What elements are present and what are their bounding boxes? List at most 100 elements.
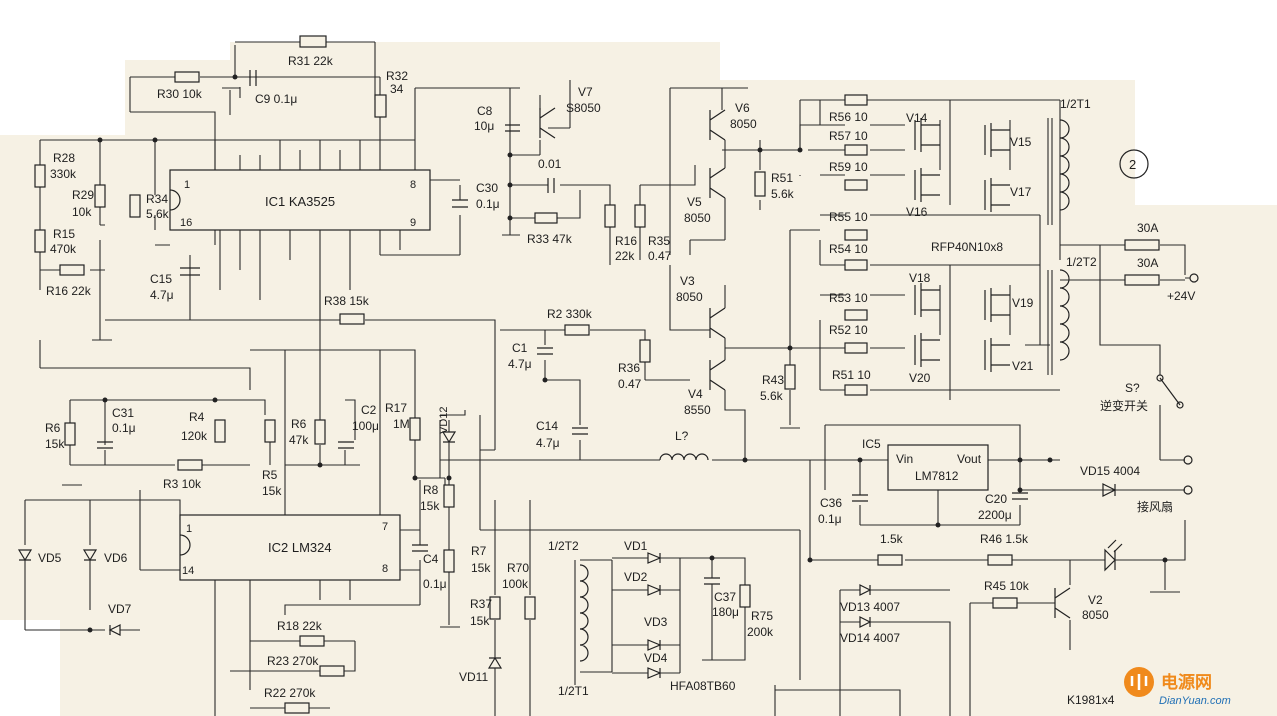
label-t1: 1/2T1 <box>1060 97 1091 111</box>
label-r43: R43 <box>762 373 784 387</box>
diode-vd5 <box>17 549 33 562</box>
label-r22: R22 270k <box>264 686 316 700</box>
resistor-r57-box <box>844 144 868 156</box>
label-v7-type: S8050 <box>566 101 601 115</box>
transformer-t1-winding <box>1059 119 1070 211</box>
label-c20-value: 2200μ <box>978 508 1012 522</box>
label-c36-value: 0.1μ <box>818 512 842 526</box>
resistor-r5 <box>264 419 276 443</box>
ic2-label: IC2 LM324 <box>268 540 332 555</box>
label-c15-value: 4.7μ <box>150 288 174 302</box>
label-vd4: VD4 <box>644 651 668 665</box>
label-c8-value: 10μ <box>474 119 494 133</box>
driver-ground <box>780 348 800 429</box>
resistor-r38 <box>339 313 365 325</box>
label-c30-value: 0.1μ <box>476 197 500 211</box>
label-r51b: R51 10 <box>832 368 871 382</box>
label-v21: V21 <box>1012 359 1034 373</box>
ic1-pin16: 16 <box>180 217 192 229</box>
label-vd11: VD11 <box>459 670 488 684</box>
label-c4-value: 0.1μ <box>423 577 447 591</box>
label-r29: R29 <box>72 188 94 202</box>
label-c20: C20 <box>985 492 1007 506</box>
label-c31: C31 <box>112 406 134 420</box>
label-hfa: HFA08TB60 <box>670 679 736 693</box>
transistor-v2 <box>1054 587 1071 619</box>
ic1-pin1: 1 <box>184 179 190 191</box>
label-vd3: VD3 <box>644 615 668 629</box>
label-inverter-switch: 逆变开关 <box>1100 398 1148 413</box>
label-r33: R33 47k <box>527 232 573 246</box>
label-r15: R15 <box>53 227 75 241</box>
label-v3-type: 8050 <box>676 290 703 304</box>
label-vd13: VD13 4007 <box>840 600 900 614</box>
label-v3: V3 <box>680 274 695 288</box>
capacitor-c14 <box>572 427 588 435</box>
label-c37: C37 <box>714 590 736 604</box>
transistor-v3 <box>709 307 726 339</box>
resistor-r75 <box>739 584 751 608</box>
label-c30: C30 <box>476 181 498 195</box>
label-r45: R45 10k <box>984 579 1030 593</box>
label-ic5: IC5 <box>862 437 881 451</box>
ic2-notch <box>179 534 191 556</box>
transistor-v7 <box>539 107 556 139</box>
capacitor-001 <box>547 178 555 193</box>
label-c9: C9 0.1μ <box>255 92 297 106</box>
label-r16b-value: 22k <box>615 249 635 263</box>
resistor-r59-box <box>844 179 868 191</box>
label-f2: 30A <box>1137 256 1158 270</box>
diode-vd13 <box>859 584 872 596</box>
label-r38: R38 15k <box>324 294 370 308</box>
ic5-body <box>887 444 989 491</box>
label-v5-type: 8050 <box>684 211 711 225</box>
resistor-r54-box <box>844 259 868 271</box>
ic2-pin7: 7 <box>382 521 388 533</box>
label-r15-value: 470k <box>50 242 77 256</box>
label-r2: R2 330k <box>547 307 593 321</box>
resistor-r2 <box>564 324 590 336</box>
ic2-body <box>179 514 401 581</box>
label-vd1: VD1 <box>624 539 648 553</box>
capacitor-c9 <box>249 70 257 86</box>
label-r75: R75 <box>751 609 773 623</box>
watermark-site: DianYuan.com <box>1159 695 1231 707</box>
resistor-r34 <box>129 194 141 218</box>
diode-vd6 <box>82 549 98 562</box>
label-rect-t1: 1/2T1 <box>558 684 589 698</box>
label-r5-value: 15k <box>262 484 282 498</box>
ic1-pin9: 9 <box>410 217 416 229</box>
capacitor-c8 <box>505 124 520 132</box>
capacitor-c36 <box>852 494 868 502</box>
label-r7-value: 15k <box>471 561 491 575</box>
label-r8: R8 <box>423 483 439 497</box>
label-v18: V18 <box>909 271 931 285</box>
ic2-pin1: 1 <box>186 523 192 535</box>
label-fan: 接风扇 <box>1137 499 1173 514</box>
resistor-r70 <box>524 596 536 620</box>
label-r51: R51 <box>771 171 793 185</box>
mosfet-symbols <box>914 118 1010 372</box>
resistor-r28 <box>34 164 46 188</box>
label-r7: R7 <box>471 544 487 558</box>
resistor-r29 <box>94 184 106 208</box>
label-r18: R18 22k <box>277 619 323 633</box>
label-r43-value: 5.6k <box>760 389 784 403</box>
label-v14: V14 <box>906 111 928 125</box>
fuse-f2 <box>1124 274 1160 286</box>
label-r31: R31 22k <box>288 54 334 68</box>
ic2-pin8: 8 <box>382 563 388 575</box>
resistor-r55-box <box>844 229 868 241</box>
label-c4: C4 <box>423 552 439 566</box>
label-rfp: RFP40N10x8 <box>931 240 1003 254</box>
diode-vd7 <box>108 624 121 636</box>
ic1-body <box>169 169 431 231</box>
label-r3: R3 10k <box>163 477 202 491</box>
label-f1: 30A <box>1137 221 1158 235</box>
label-r16b: R16 <box>615 234 637 248</box>
switch-s <box>1159 377 1181 406</box>
resistor-r53-box <box>844 309 868 321</box>
resistor-r52-box <box>844 342 868 354</box>
